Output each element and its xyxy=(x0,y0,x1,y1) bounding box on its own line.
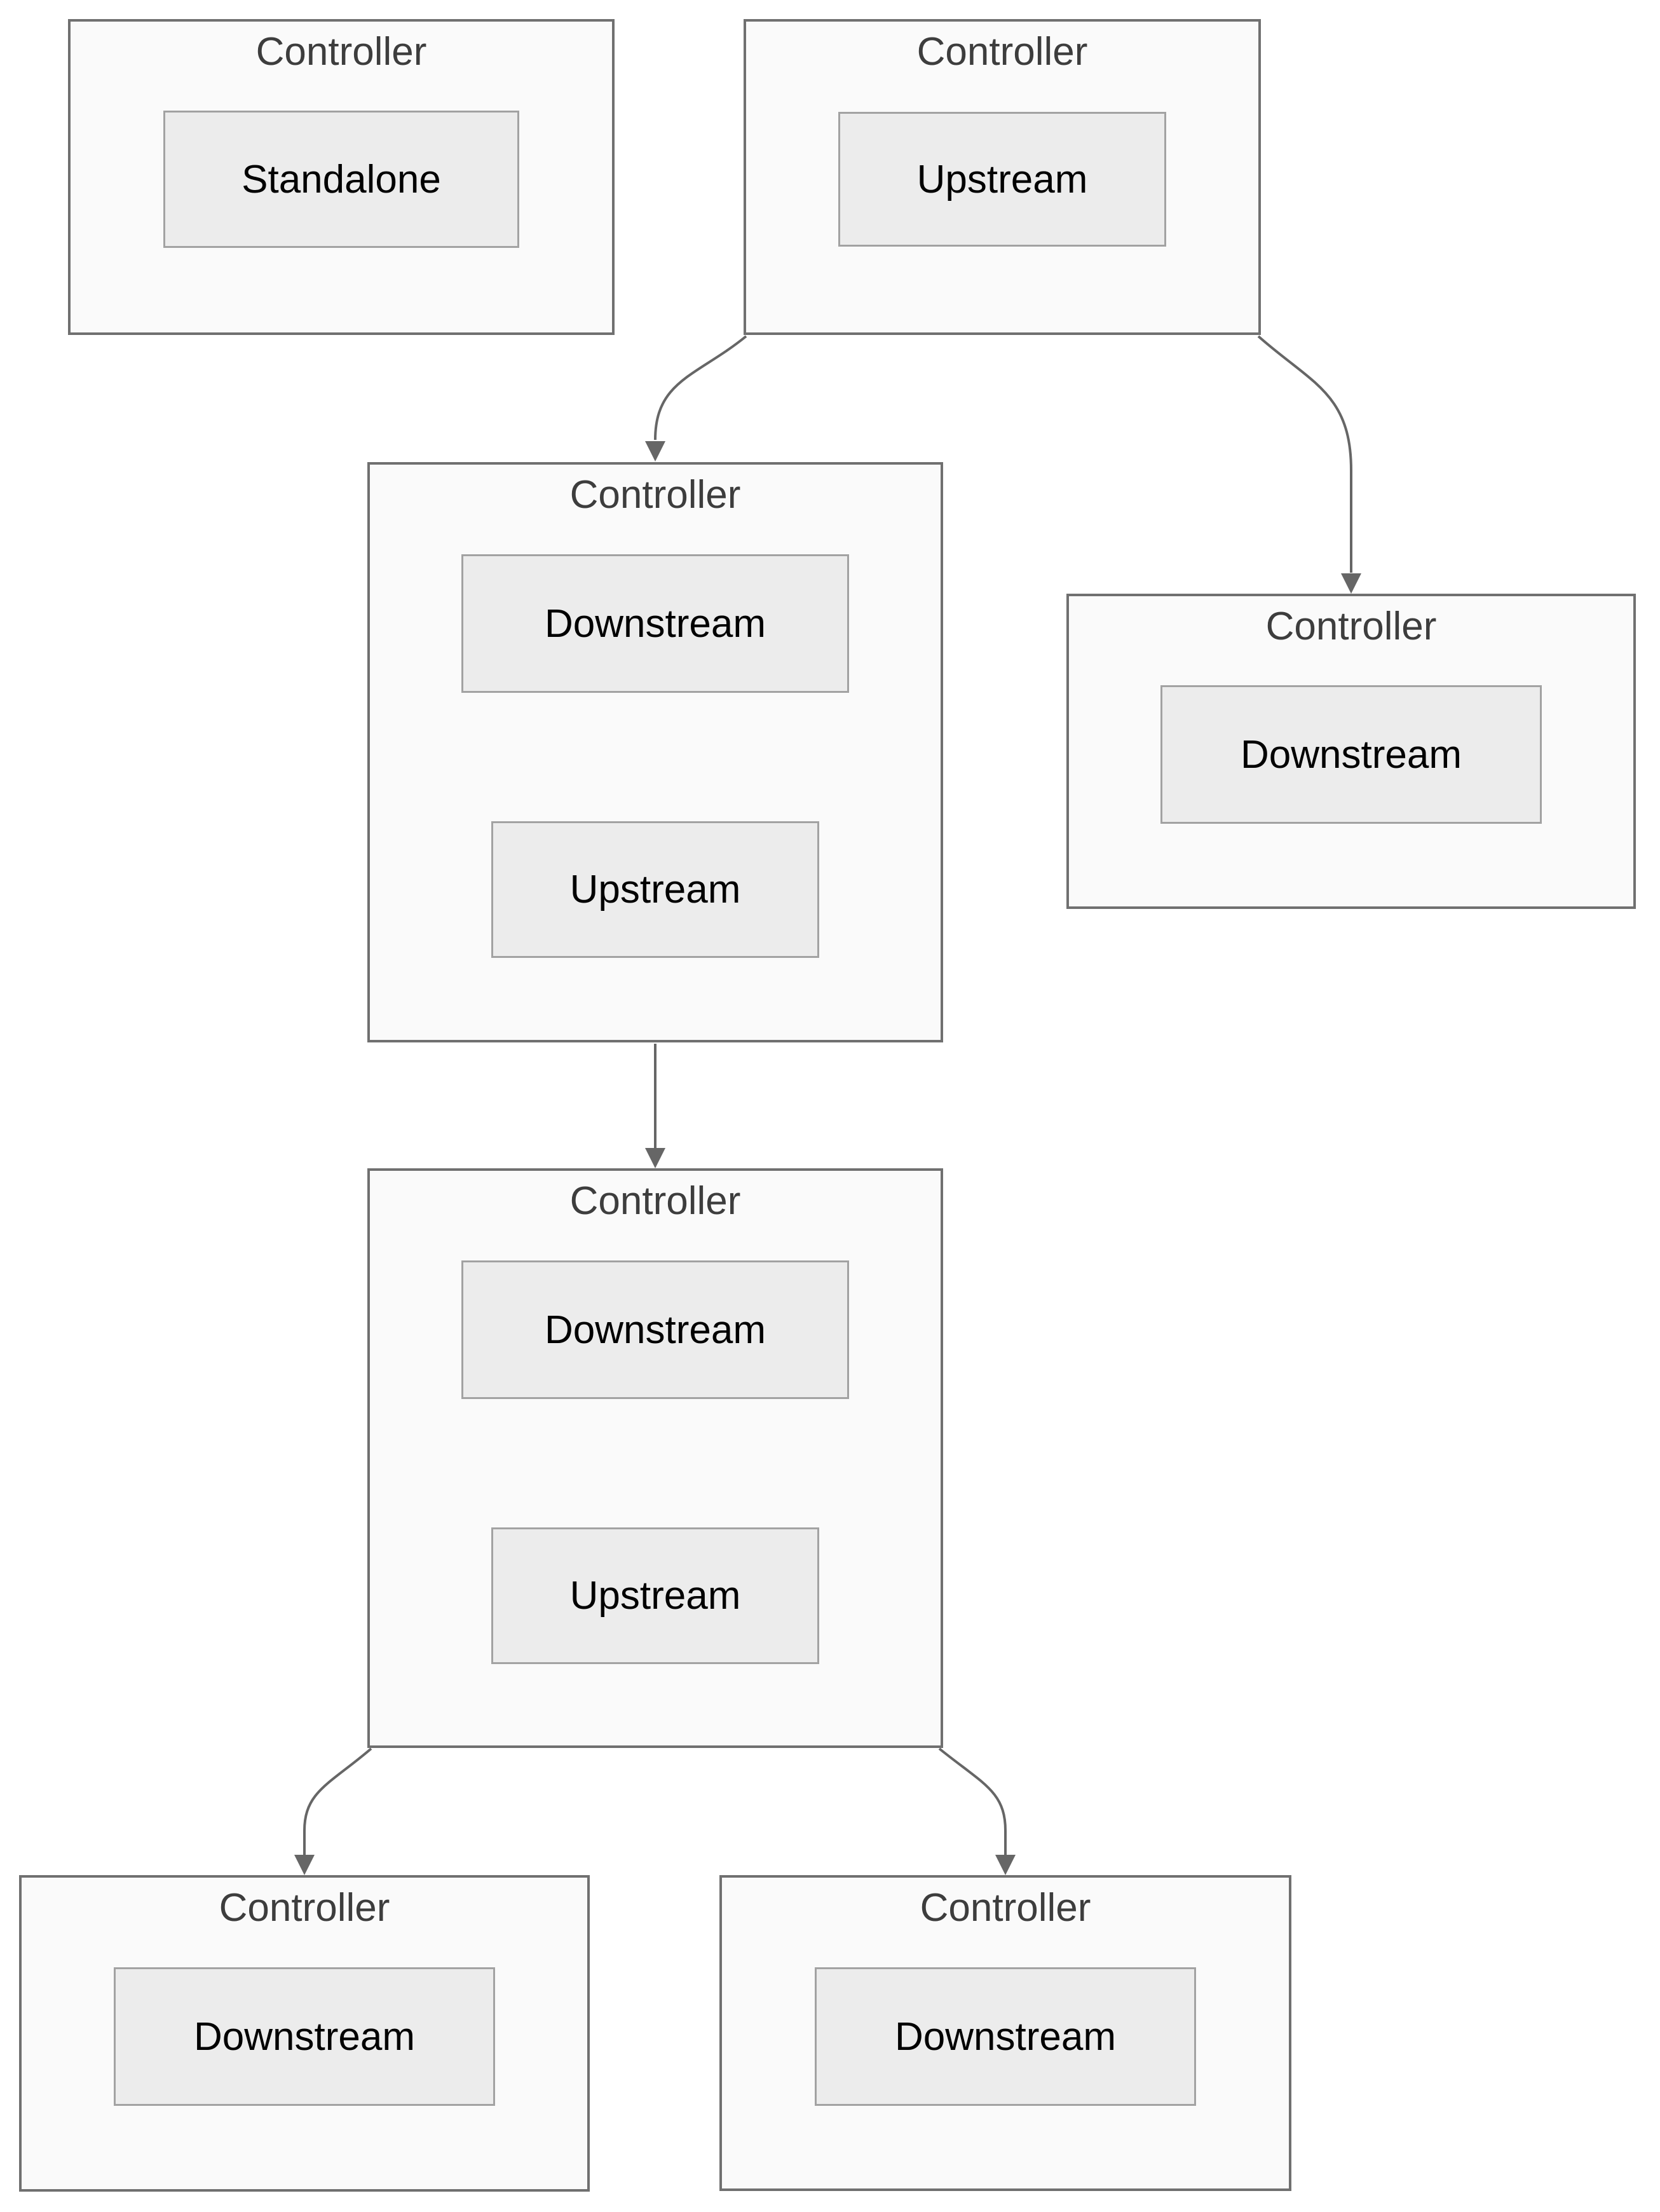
module-label: Upstream xyxy=(569,1574,741,1618)
arrowhead-icon xyxy=(645,441,665,461)
downstream-module-box: Downstream xyxy=(461,1260,849,1399)
controller-node-right-leaf: Controller Downstream xyxy=(1066,594,1636,909)
downstream-module-box: Downstream xyxy=(114,1967,495,2106)
edge-mid-lower-to-leaf-right xyxy=(938,1747,1016,1875)
upstream-module-box: Upstream xyxy=(491,1527,819,1664)
node-title: Controller xyxy=(569,1179,741,1223)
node-title: Controller xyxy=(920,1886,1091,1930)
controller-node-mid-lower: Controller Downstream Upstream xyxy=(367,1168,943,1748)
arrowhead-icon xyxy=(1341,573,1361,594)
edge-mid-upper-to-mid-lower xyxy=(645,1044,665,1168)
arrowhead-icon xyxy=(995,1855,1016,1875)
module-label: Downstream xyxy=(545,1307,766,1352)
controller-node-leaf-right: Controller Downstream xyxy=(719,1875,1291,2191)
upstream-module-box: Upstream xyxy=(491,821,819,958)
module-label: Upstream xyxy=(569,868,741,911)
controller-node-standalone: Controller Standalone xyxy=(68,19,615,335)
module-label: Upstream xyxy=(916,157,1088,201)
edge-mid-lower-to-leaf-left xyxy=(294,1747,372,1875)
node-title: Controller xyxy=(255,30,427,74)
controller-node-mid-upper: Controller Downstream Upstream xyxy=(367,462,943,1042)
downstream-module-box: Downstream xyxy=(815,1967,1196,2106)
module-label: Downstream xyxy=(545,601,766,646)
node-title: Controller xyxy=(916,30,1088,74)
arrowhead-icon xyxy=(294,1855,315,1875)
edge-root-to-mid-upper xyxy=(645,335,747,461)
module-label: Downstream xyxy=(194,2014,415,2059)
node-title: Controller xyxy=(1265,604,1437,648)
arrowhead-icon xyxy=(645,1148,665,1168)
upstream-module-box: Upstream xyxy=(838,112,1166,247)
downstream-module-box: Downstream xyxy=(461,554,849,693)
controller-node-leaf-left: Controller Downstream xyxy=(19,1875,590,2192)
standalone-module-box: Standalone xyxy=(163,111,519,248)
module-label: Downstream xyxy=(895,2014,1116,2059)
module-label: Standalone xyxy=(242,157,441,201)
node-title: Controller xyxy=(219,1886,390,1930)
edge-root-to-right-leaf xyxy=(1257,335,1361,594)
node-title: Controller xyxy=(569,473,741,517)
controller-node-root: Controller Upstream xyxy=(744,19,1261,335)
module-label: Downstream xyxy=(1241,732,1462,777)
downstream-module-box: Downstream xyxy=(1160,685,1542,824)
